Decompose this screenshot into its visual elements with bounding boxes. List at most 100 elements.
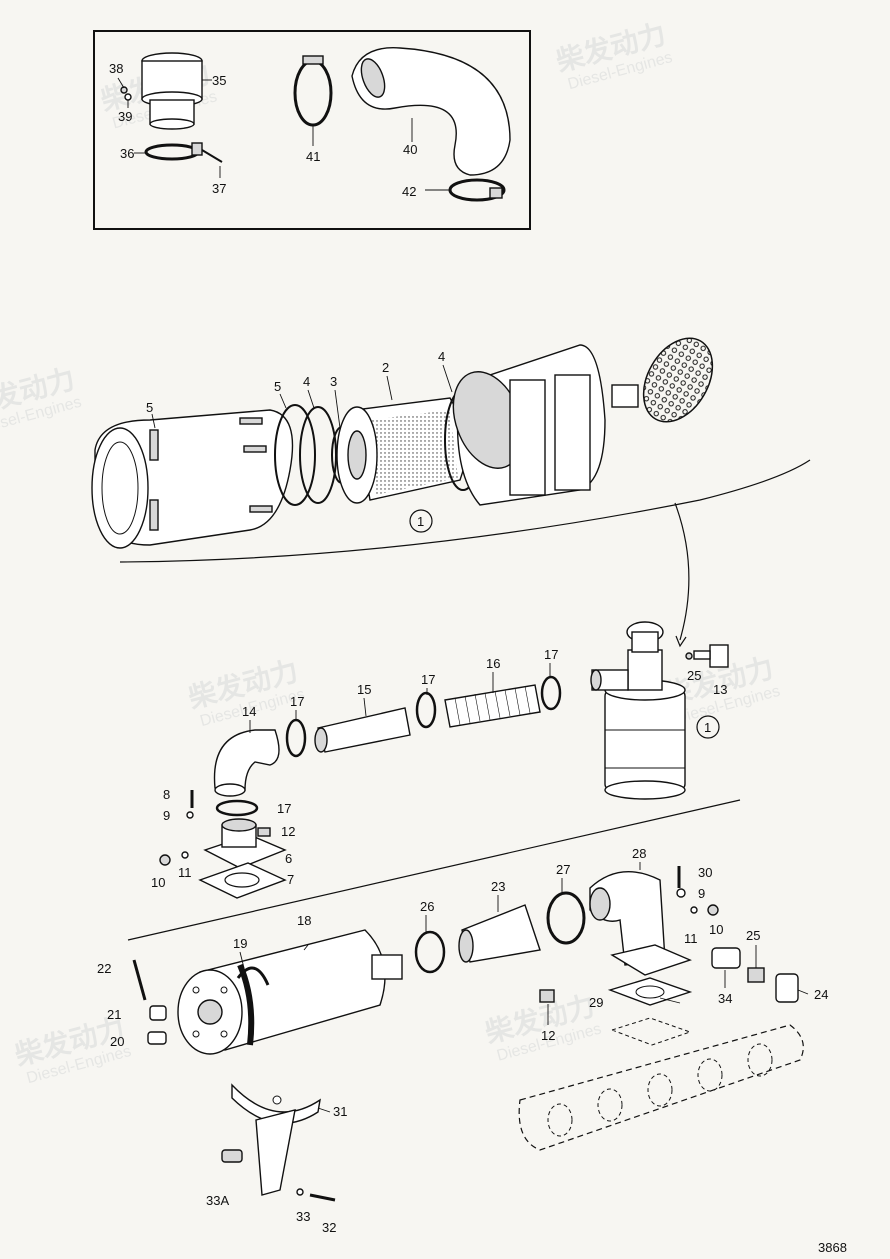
part-24-tee [775,973,799,1003]
part-9-washer [676,888,686,898]
callout-10: 10 [709,922,723,937]
part-32-bolt [309,1193,336,1202]
part-41-clamp [293,55,333,127]
callout-4: 4 [303,374,310,389]
callout-39: 39 [118,109,132,124]
callout-11: 11 [178,865,192,880]
callout-23: 23 [491,879,505,894]
part-5-end-cover [91,409,294,549]
callout-21: 21 [107,1007,121,1022]
callout-3: 3 [330,374,337,389]
part-21-spacer [149,1005,167,1021]
part-4-ring [299,406,337,504]
callout-42: 42 [402,184,416,199]
pre-cleaner-mesh [642,337,714,423]
part-12-plug [257,827,271,837]
lower-section [132,866,804,1202]
callout-12: 12 [541,1028,555,1043]
part-39-washer [124,93,132,101]
part-33A-sleeve [221,1149,243,1163]
reference-circle [696,715,720,739]
part-25-fitting [685,652,693,660]
callout-ref-1: 1 [417,514,424,529]
middle-section [159,621,729,899]
callout-16: 16 [486,656,500,671]
part-36-clamp [144,142,223,163]
callout-10: 10 [151,875,165,890]
part-26-clamp [414,930,446,974]
callout-17: 17 [277,801,291,816]
part-17-clamp [540,675,562,711]
part-38-nut [120,86,128,94]
callout-22: 22 [97,961,111,976]
reference-circle [409,509,433,533]
inset-leaders [117,77,450,191]
callout-14: 14 [242,704,256,719]
callout-31: 31 [333,1104,347,1119]
section-divider [127,799,741,941]
part-31-bracket [231,1083,321,1196]
part-7-gasket [198,862,287,899]
callout-7: 7 [287,872,294,887]
callout-17: 17 [290,694,304,709]
callout-32: 32 [322,1220,336,1235]
part-13-tee [693,644,729,668]
callout-15: 15 [357,682,371,697]
callout-24: 24 [814,987,828,1002]
callout-40: 40 [403,142,417,157]
part-25-fitting [747,967,765,983]
inset-box [93,30,531,230]
part-40-elbow-hose [351,47,511,176]
part-20-bushing [147,1031,167,1045]
callout-28: 28 [632,846,646,861]
callout-29: 29 [589,995,603,1010]
callout-leaders [151,364,809,1113]
air-cleaner-assembly [91,337,811,563]
callout-33A: 33A [206,1193,229,1208]
part-10-bolt [707,904,719,916]
part-17-clamp [215,799,259,817]
callout-25: 25 [687,668,701,683]
part-22-bolt [132,959,147,1001]
callout-18: 18 [297,913,311,928]
air-cleaner-housing [452,344,639,506]
callout-12: 12 [281,824,295,839]
part-19-strap [236,966,270,986]
air-cleaner-unit [590,621,686,800]
part-29-gasket [607,977,693,1006]
callout-30: 30 [698,865,712,880]
part-11-washer [181,851,189,859]
part-17-clamp [415,691,437,729]
callout-ref-1: 1 [704,720,711,735]
callout-33: 33 [296,1209,310,1224]
part-12-plug [539,989,555,1003]
part-34-adapter [711,947,741,969]
callout-36: 36 [120,146,134,161]
callout-8: 8 [163,787,170,802]
drawing-number: 3868 [818,1240,847,1255]
part-5-ring [274,404,316,506]
callout-17: 17 [421,672,435,687]
part-23-reducer [461,904,541,963]
callout-35: 35 [212,73,226,88]
part-42-clamp [448,178,506,202]
part-27-clamp [546,891,586,945]
callout-26: 26 [420,899,434,914]
callout-5: 5 [146,400,153,415]
callout-labels: 35 38 39 36 37 41 40 42 5 5 4 3 2 4 1 14… [97,61,828,1235]
part-6-flange [203,818,287,869]
part-15-pipe [317,707,411,753]
part-10-bolt [159,854,171,866]
callout-41: 41 [306,149,320,164]
callout-34: 34 [718,991,732,1006]
part-14-elbow [213,729,280,791]
callout-6: 6 [285,851,292,866]
reference-arrow [674,502,690,641]
part-9-washer [186,811,194,819]
callout-13: 13 [713,682,727,697]
part-11-washer [690,906,698,914]
callout-38: 38 [109,61,123,76]
callout-9: 9 [698,886,705,901]
